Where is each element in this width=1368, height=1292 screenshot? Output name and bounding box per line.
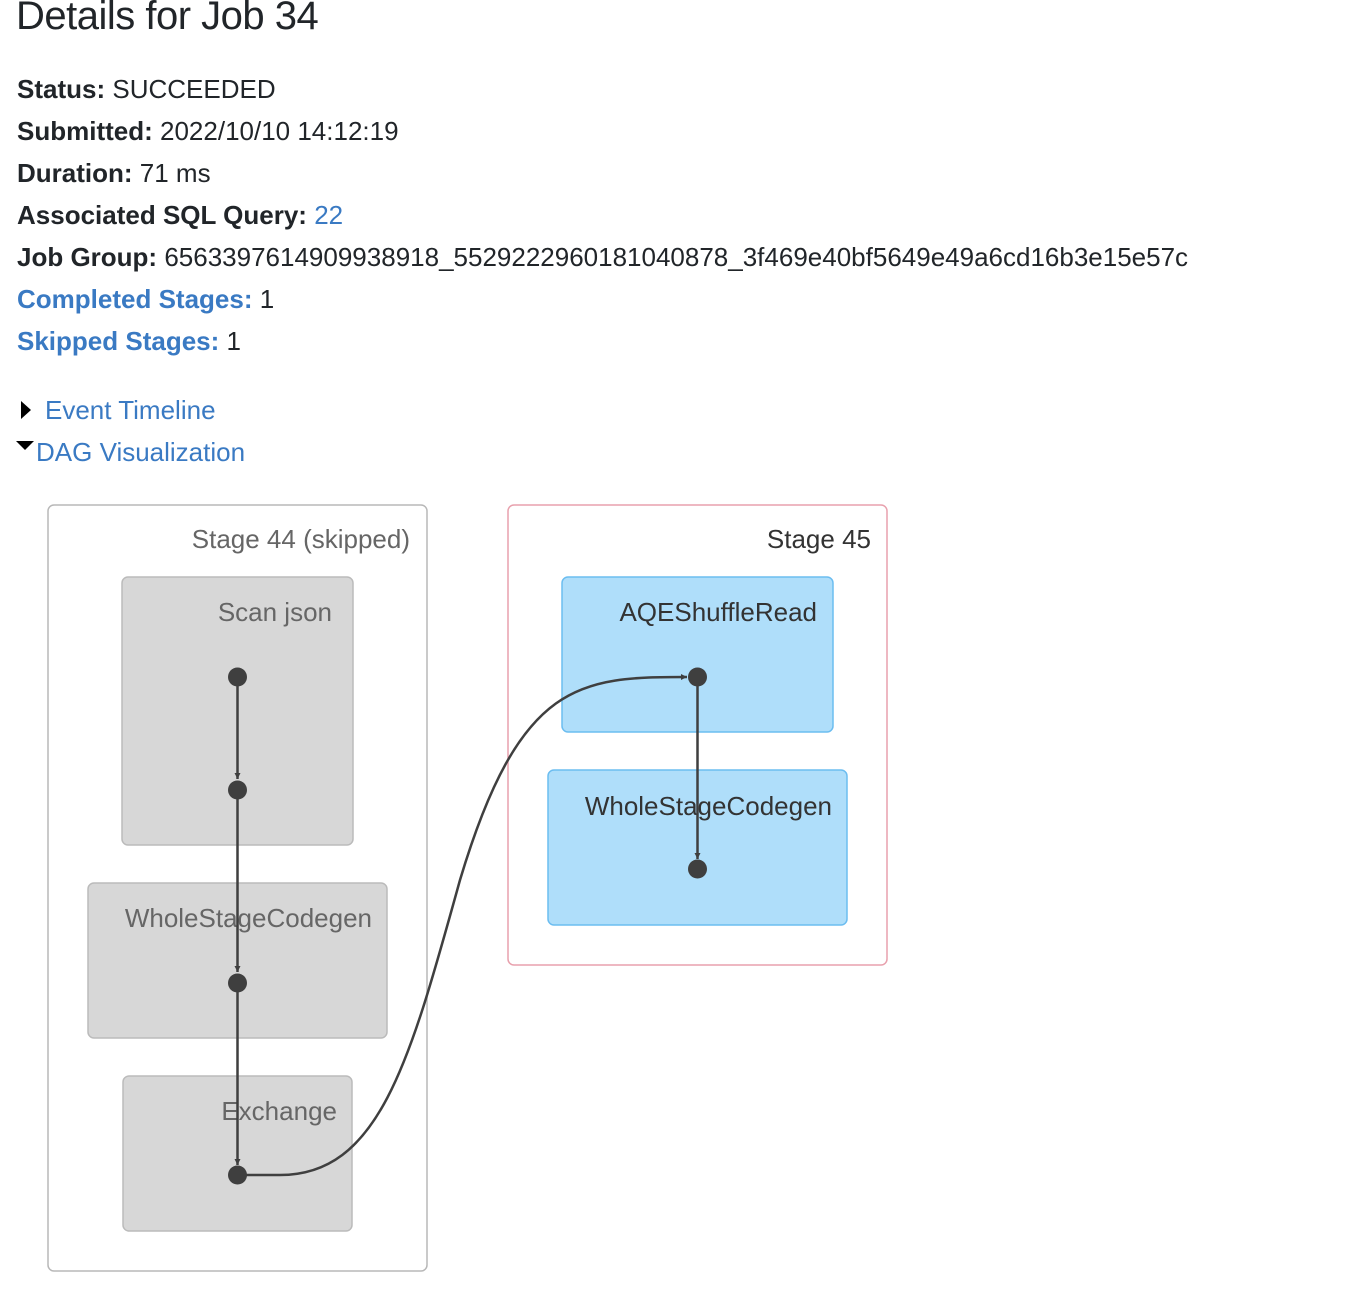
status-label: Status:: [17, 74, 106, 104]
skipped-stages-value: 1: [226, 326, 241, 356]
node-aqeshuffleread[interactable]: AQEShuffleRead: [561, 576, 834, 733]
arrow-right-icon: [21, 401, 31, 420]
duration-label: Duration:: [17, 158, 133, 188]
completed-stages-value: 1: [259, 284, 275, 314]
point-scan-json-2[interactable]: [228, 780, 247, 800]
point-exchange[interactable]: [228, 1165, 247, 1185]
scan-json-label: Scan json: [218, 597, 332, 627]
duration-row: Duration: 71 ms: [17, 154, 1188, 196]
point-scan-json-1[interactable]: [228, 667, 247, 687]
point-wholestagecodegen-45[interactable]: [688, 859, 707, 879]
wholestagecodegen-45-label: WholeStageCodegen: [585, 791, 832, 821]
completed-stages-label: Completed Stages:: [17, 284, 253, 314]
dag-visualization-toggle[interactable]: DAG Visualization: [16, 432, 245, 472]
dag-points: [228, 667, 707, 1185]
point-wholestagecodegen-44[interactable]: [228, 973, 247, 993]
edge-exchange-to-aqeshuffleread: [237, 674, 688, 1177]
aqeshuffleread-label: AQEShuffleRead: [619, 597, 817, 627]
point-aqeshuffleread[interactable]: [688, 667, 707, 687]
wholestagecodegen-44-label: WholeStageCodegen: [125, 903, 372, 933]
job-group-label: Job Group:: [17, 242, 158, 272]
submitted-label: Submitted:: [17, 116, 153, 146]
stage-44-label: Stage 44 (skipped): [192, 524, 410, 554]
sql-query-row: Associated SQL Query: 22: [17, 196, 1188, 238]
sql-query-label: Associated SQL Query:: [17, 200, 307, 230]
skipped-stages-link[interactable]: Skipped Stages:: [17, 326, 219, 356]
submitted-row: Submitted: 2022/10/10 14:12:19: [17, 112, 1188, 154]
duration-value: 71 ms: [139, 158, 211, 188]
status-row: Status: SUCCEEDED: [17, 70, 1188, 112]
job-summary-list: Status: SUCCEEDED Submitted: 2022/10/10 …: [17, 70, 1188, 364]
dag-visualization-link[interactable]: DAG Visualization: [36, 437, 246, 467]
stage-45-label: Stage 45: [767, 524, 871, 554]
status-value: SUCCEEDED: [112, 74, 276, 104]
job-group-value: 6563397614909938918_5529222960181040878_…: [164, 242, 1189, 272]
exchange-label: Exchange: [221, 1096, 337, 1126]
job-group-row: Job Group: 6563397614909938918_552922296…: [17, 238, 1188, 280]
event-timeline-link[interactable]: Event Timeline: [45, 395, 216, 425]
completed-stages-row: Completed Stages: 1: [17, 280, 1188, 322]
sql-query-link[interactable]: 22: [314, 200, 344, 230]
page-title: Details for Job 34: [16, 0, 319, 38]
skipped-stages-row: Skipped Stages: 1: [17, 322, 1188, 364]
completed-stages-link[interactable]: Completed Stages:: [17, 284, 253, 314]
skipped-stages-label: Skipped Stages:: [17, 326, 220, 356]
submitted-value: 2022/10/10 14:12:19: [160, 116, 399, 146]
event-timeline-toggle[interactable]: Event Timeline: [17, 390, 216, 430]
dag-edges: [234, 674, 701, 1177]
arrow-down-icon: [16, 440, 34, 450]
